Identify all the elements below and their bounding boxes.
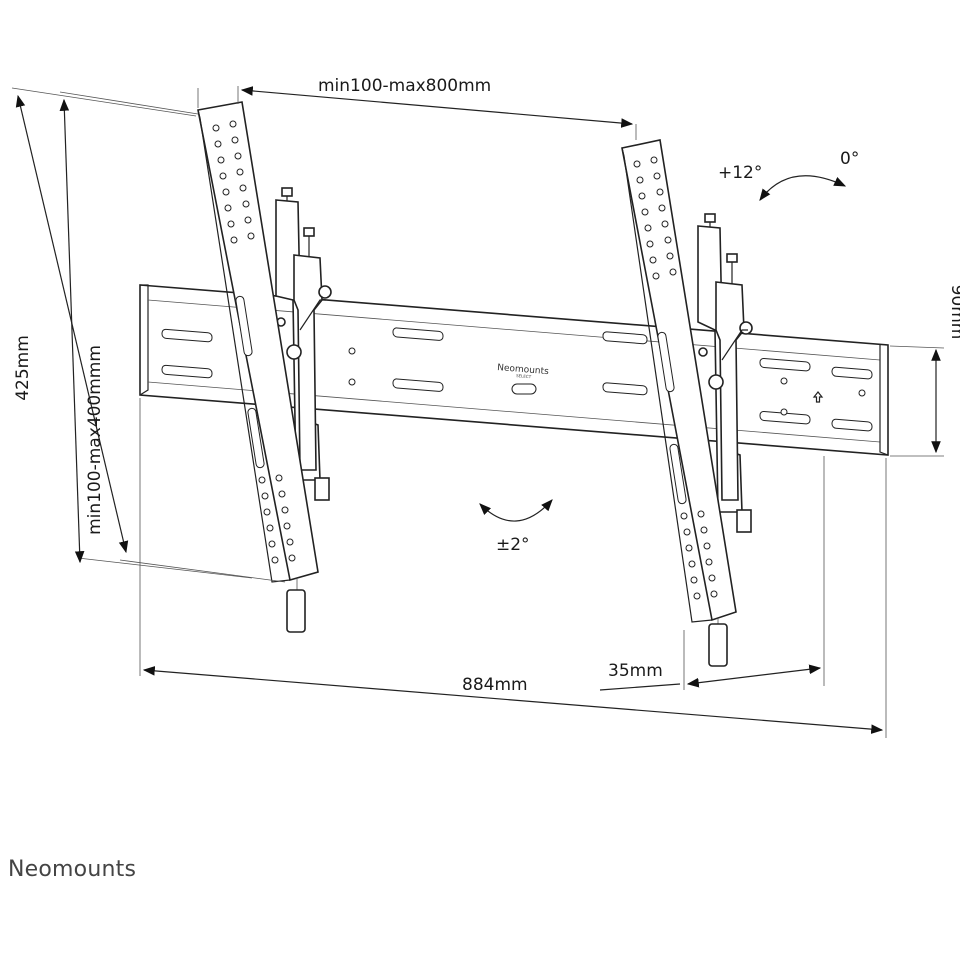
plate-height-dimension: 90mm xyxy=(889,285,960,457)
wall-distance-label: 35mm xyxy=(608,661,663,681)
width-range-dimension: min100-max800mm xyxy=(197,76,637,140)
tilt-indicator: +12° 0° xyxy=(718,149,859,201)
level-adjust-indicator: ±2° xyxy=(479,499,553,555)
arrow-up-icon xyxy=(812,391,824,403)
tilt-range-label: +12° xyxy=(718,163,762,183)
overall-height-label: 425mm xyxy=(13,335,33,401)
right-mounting-arm xyxy=(621,139,753,667)
right-arm-holes xyxy=(633,156,718,600)
right-tilt-mechanism xyxy=(697,213,753,533)
width-range-label: min100-max800mm xyxy=(318,76,491,96)
vertical-range-label: min100-max400mmm xyxy=(85,345,105,535)
plate-logo-sub: SELECT xyxy=(516,373,532,379)
vertical-range-dimension: min100-max400mmm xyxy=(59,91,253,579)
right-safety-cord-handle xyxy=(708,623,728,667)
plate-logo-text: Neomounts xyxy=(497,363,550,377)
plate-height-label: 90mm xyxy=(947,285,960,340)
overall-width-label: 884mm xyxy=(462,675,528,695)
neomounts-logo: Neomounts xyxy=(8,857,137,882)
tilt-zero-label: 0° xyxy=(840,149,859,169)
overall-width-dimension: 884mm xyxy=(139,398,887,738)
overall-height-dimension: 425mm xyxy=(11,87,286,583)
plate-slots xyxy=(161,327,873,432)
level-adjust-label: ±2° xyxy=(496,535,530,555)
left-arm-holes xyxy=(212,120,296,564)
left-mounting-arm xyxy=(197,101,332,633)
left-safety-cord-handle xyxy=(286,589,306,633)
